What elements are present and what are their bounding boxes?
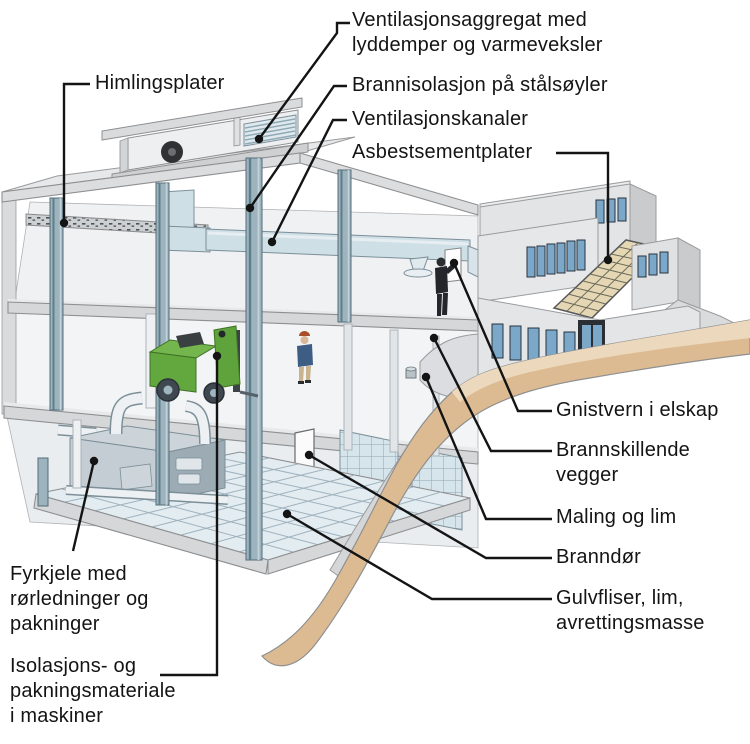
leader-dots: [59, 134, 613, 519]
label-fyrkjele: Fyrkjele med rørledninger og pakninger: [10, 563, 149, 635]
air-diffuser: [403, 256, 433, 278]
label-brannisolasjon: Brannisolasjon på stålsøyler: [352, 74, 608, 96]
annex: [419, 180, 749, 399]
label-branndor: Branndør: [556, 546, 641, 568]
worker-ground-floor: [297, 331, 313, 384]
terrain: [261, 319, 750, 667]
steel-columns: [37, 157, 352, 561]
label-maling: Maling og lim: [556, 506, 677, 528]
windows-lower-right: [637, 251, 669, 278]
label-gulvfliser: Gulvfliser, lim, avrettingsmasse: [556, 587, 705, 634]
roof-fan: [161, 141, 183, 163]
steel-column: [245, 157, 263, 561]
label-gnistvern: Gnistvern i elskap: [556, 399, 719, 421]
windows-ground: [491, 323, 576, 367]
label-brannskillende: Brannskillende vegger: [556, 439, 690, 486]
label-asbestsementplater: Asbestsementplater: [352, 141, 533, 163]
windows-mid: [526, 239, 586, 278]
annex-mid-wall: [477, 217, 599, 303]
steel-column: [37, 457, 49, 507]
forklift: [148, 325, 259, 404]
label-himlingsplater: Himlingsplater: [95, 72, 225, 94]
label-ventilasjonskanaler: Ventilasjonskanaler: [352, 108, 529, 130]
steel-column: [49, 197, 64, 411]
building-roof: [1, 152, 479, 216]
steel-column: [337, 169, 352, 323]
windows-upper: [595, 197, 627, 224]
label-isolasjons: Isolasjons- og pakningsmateriale i maski…: [10, 655, 176, 727]
label-ventilasjonsaggregat: Ventilasjonsaggregat med lyddemper og va…: [352, 9, 603, 56]
boiler: [57, 391, 229, 505]
leader-lines: [62, 21, 610, 677]
